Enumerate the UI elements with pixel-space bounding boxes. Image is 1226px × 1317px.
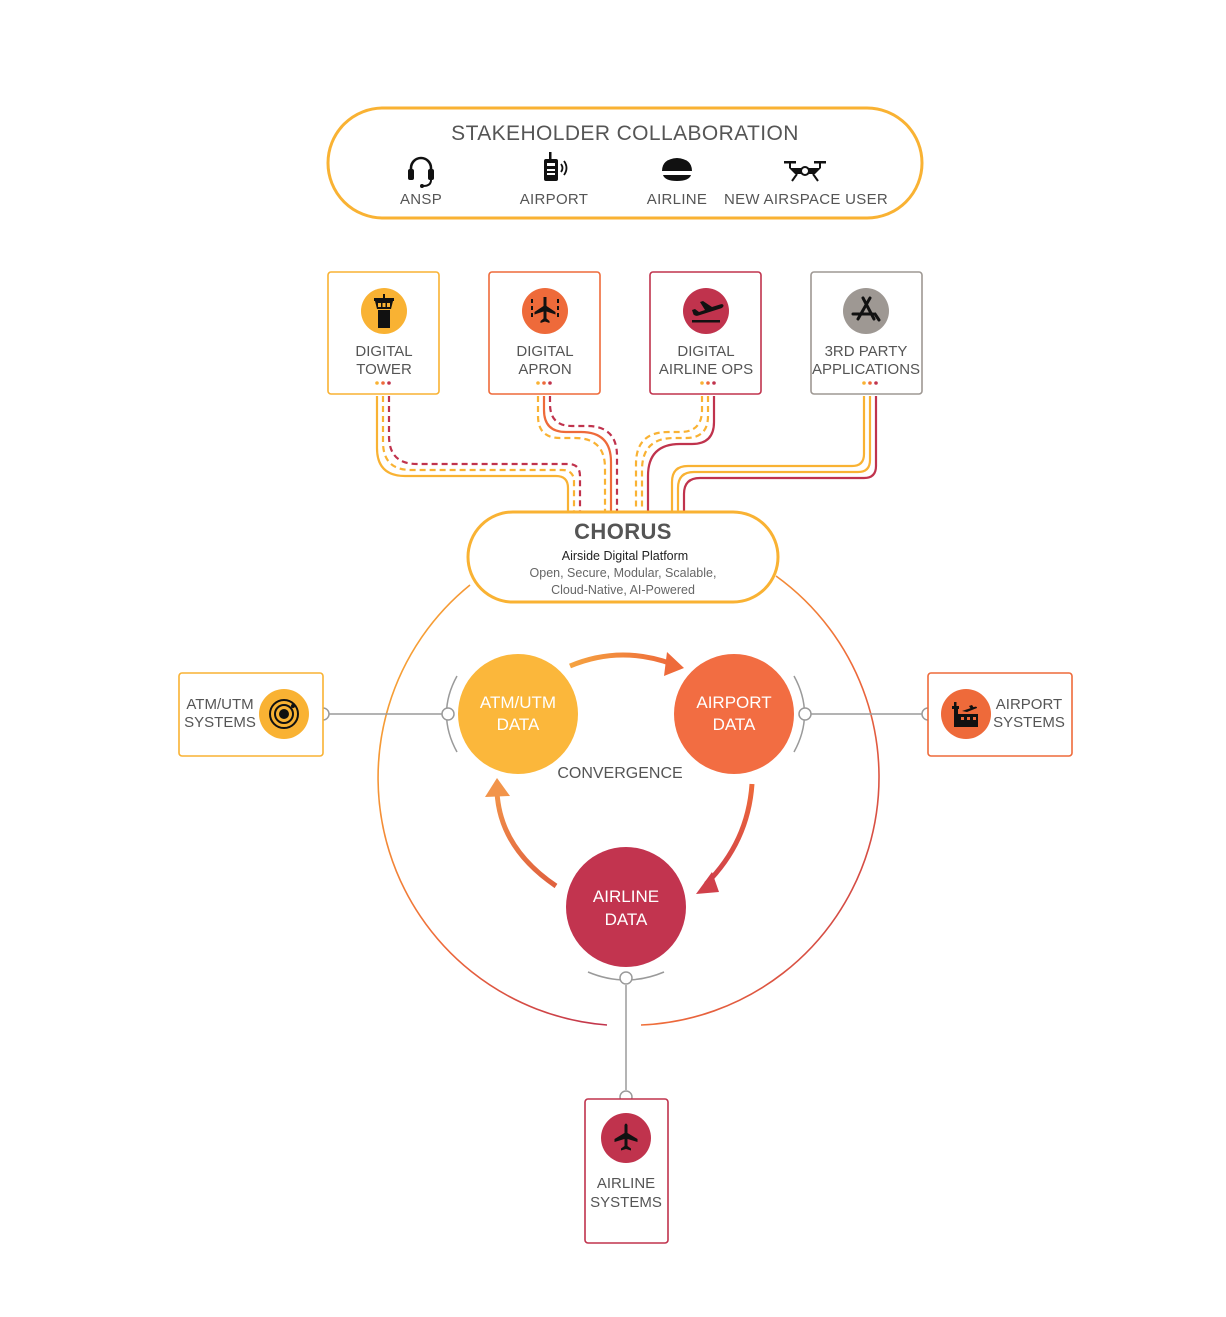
platform-subtitle: Airside Digital Platform: [562, 549, 688, 563]
module-airline-ops-line2: AIRLINE OPS: [659, 361, 753, 378]
stakeholder-label-airport: AIRPORT: [520, 191, 589, 208]
stakeholder-title: STAKEHOLDER COLLABORATION: [451, 122, 799, 145]
module-connectors: [375, 396, 878, 512]
radio-icon: [544, 152, 568, 181]
atm-utm-data-line1: ATM/UTM: [480, 693, 556, 712]
module-digital-apron[interactable]: DIGITAL APRON: [488, 271, 601, 395]
app-store-icon: [851, 296, 881, 322]
atm-systems-line1: ATM/UTM: [186, 696, 253, 713]
module-airline-ops-line1: DIGITAL: [677, 343, 734, 360]
control-tower-icon: [374, 294, 394, 328]
atm-utm-systems-box[interactable]: ATM/UTM SYSTEMS: [178, 672, 324, 757]
headset-icon: [408, 156, 434, 188]
airport-systems-line2: SYSTEMS: [993, 714, 1065, 731]
stakeholder-label-ansp: ANSP: [400, 191, 442, 208]
stakeholder-label-airline: AIRLINE: [647, 191, 707, 208]
module-3rd-party-line1: 3RD PARTY: [825, 343, 908, 360]
airport-systems-line1: AIRPORT: [996, 696, 1062, 713]
airport-data-node[interactable]: AIRPORT DATA: [674, 654, 794, 774]
airline-data-node[interactable]: AIRLINE DATA: [566, 847, 686, 967]
pilot-cap-icon: [662, 158, 692, 181]
module-3rd-party-dots: [862, 381, 878, 385]
module-digital-airline-ops[interactable]: DIGITAL AIRLINE OPS: [649, 271, 762, 395]
drone-icon: [784, 161, 826, 182]
atm-systems-line2: SYSTEMS: [184, 714, 256, 731]
module-tower-dots: [375, 381, 391, 385]
convergence-arrows: [485, 652, 755, 894]
departure-plane-icon: [692, 301, 724, 323]
platform-description-line1: Open, Secure, Modular, Scalable,: [530, 566, 717, 580]
airport-data-line1: AIRPORT: [696, 693, 771, 712]
platform-title: CHORUS: [574, 519, 672, 544]
airline-data-line1: AIRLINE: [593, 887, 659, 906]
stakeholder-panel: STAKEHOLDER COLLABORATION ANSP AIRPORT: [326, 106, 924, 220]
airplane-icon: [614, 1123, 638, 1151]
airline-systems-line1: AIRLINE: [597, 1175, 655, 1192]
convergence-label: CONVERGENCE: [557, 765, 682, 782]
module-apron-line1: DIGITAL: [516, 343, 573, 360]
atm-utm-data-node[interactable]: ATM/UTM DATA: [458, 654, 578, 774]
module-apron-dots: [536, 381, 552, 385]
radar-icon: [269, 699, 299, 729]
module-digital-tower[interactable]: DIGITAL TOWER: [327, 271, 440, 395]
module-3rd-party-applications[interactable]: 3RD PARTY APPLICATIONS: [810, 271, 923, 395]
module-apron-line2: APRON: [518, 361, 571, 378]
platform-description-line2: Cloud-Native, AI-Powered: [551, 583, 695, 597]
apron-plane-icon: [531, 297, 559, 323]
airport-building-icon: [952, 702, 978, 727]
module-tower-line2: TOWER: [356, 361, 412, 378]
airline-data-line2: DATA: [605, 910, 648, 929]
atm-utm-data-line2: DATA: [497, 715, 540, 734]
stakeholder-label-new-airspace-user: NEW AIRSPACE USER: [724, 191, 888, 208]
convergence-ring: [377, 575, 880, 1026]
airport-data-line2: DATA: [713, 715, 756, 734]
airline-systems-box[interactable]: AIRLINE SYSTEMS: [584, 1098, 669, 1244]
module-tower-line1: DIGITAL: [355, 343, 412, 360]
module-3rd-party-line2: APPLICATIONS: [812, 361, 920, 378]
module-airline-ops-dots: [700, 381, 716, 385]
airport-systems-box[interactable]: AIRPORT SYSTEMS: [927, 672, 1073, 757]
airline-systems-line2: SYSTEMS: [590, 1194, 662, 1211]
chorus-platform: CHORUS Airside Digital Platform Open, Se…: [466, 510, 780, 604]
